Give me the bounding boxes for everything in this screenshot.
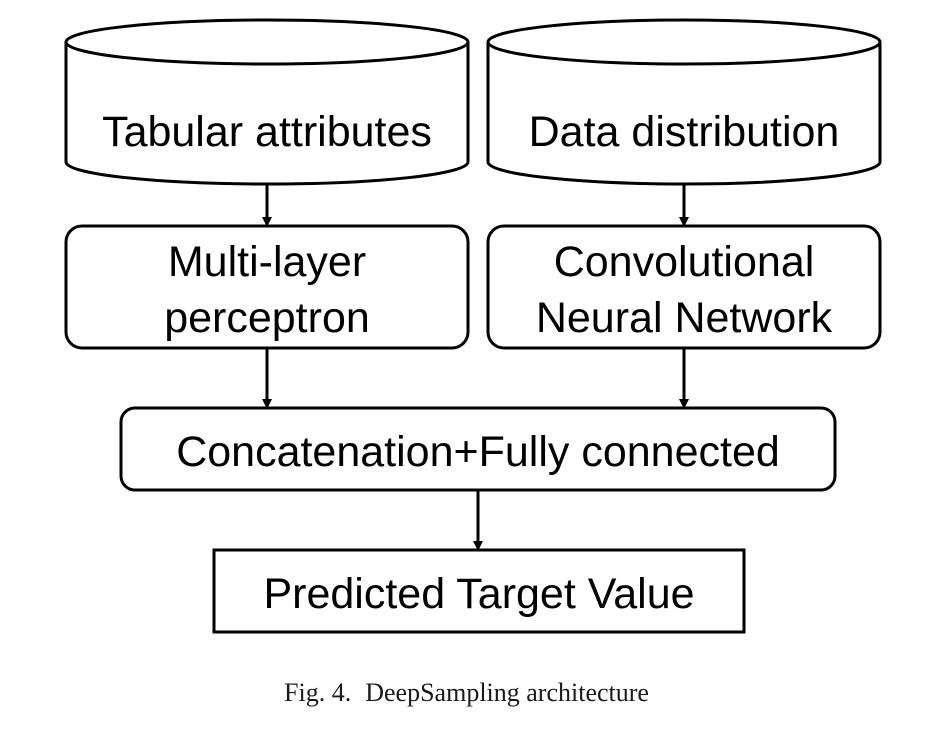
output-label: Predicted Target Value [263, 570, 694, 618]
figure-number: Fig. 4. [284, 678, 352, 707]
concat-box: Concatenation+Fully connected [119, 406, 837, 492]
cnn-box: Convolutional Neural Network [486, 224, 882, 350]
output-box: Predicted Target Value [212, 548, 746, 634]
cnn-label-line2: Neural Network [536, 294, 833, 342]
cnn-label-line1: Convolutional [554, 238, 815, 286]
tabular-attributes-cylinder: Tabular attributes [64, 18, 470, 186]
data-distribution-label: Data distribution [529, 108, 840, 156]
tabular-attributes-label: Tabular attributes [102, 108, 432, 156]
data-distribution-cylinder: Data distribution [486, 18, 882, 186]
mlp-box: Multi-layer perceptron [64, 224, 470, 350]
architecture-diagram: Tabular attributes Data distribution Mul… [64, 18, 882, 634]
mlp-label-line1: Multi-layer [168, 238, 366, 286]
figure-caption: Fig. 4. DeepSampling architecture [0, 678, 933, 708]
mlp-label-line2: perceptron [164, 294, 370, 342]
concat-label: Concatenation+Fully connected [176, 428, 780, 476]
figure-caption-text: DeepSampling architecture [365, 678, 649, 707]
